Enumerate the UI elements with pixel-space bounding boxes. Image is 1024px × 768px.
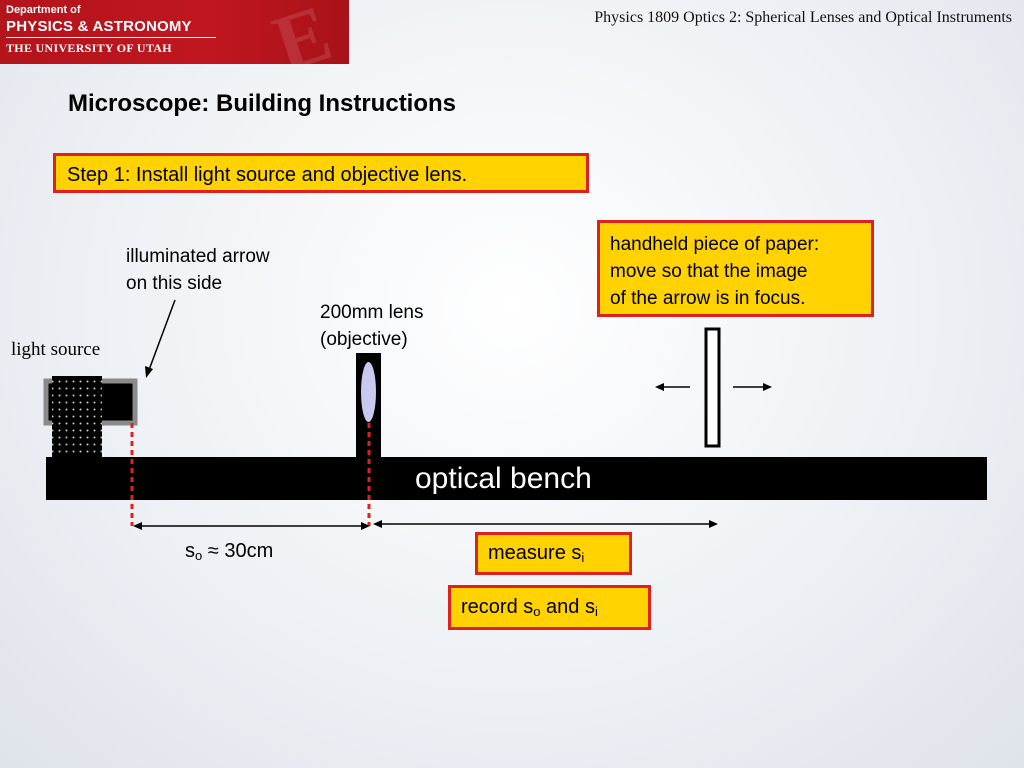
course-title: Physics 1809 Optics 2: Spherical Lenses … <box>594 9 1012 26</box>
step-instruction-box: Step 1: Install light source and objecti… <box>53 153 589 193</box>
objective-lens <box>361 362 376 422</box>
record-text: record s <box>461 596 534 618</box>
object-distance-label: so ≈ 30cm <box>185 540 273 563</box>
record-subscript-i: i <box>594 604 598 619</box>
logo-rule <box>6 37 216 38</box>
arrow-label-line2: on this side <box>126 273 223 294</box>
light-source-body <box>52 376 102 457</box>
measure-subscript: i <box>581 550 585 565</box>
illuminated-arrow-label: illuminated arrow on this side <box>126 243 270 297</box>
lens-label: 200mm lens (objective) <box>320 299 424 353</box>
record-and-text: and s <box>540 596 595 618</box>
so-value: ≈ 30cm <box>202 540 274 562</box>
arrow-pointer-line <box>148 299 176 371</box>
measure-text: measure s <box>488 542 582 564</box>
so-symbol: s <box>185 540 195 562</box>
paper-instruction-box: handheld piece of paper: move so that th… <box>597 220 874 317</box>
slide-title: Microscope: Building Instructions <box>68 90 457 117</box>
optical-bench-label: optical bench <box>415 462 592 495</box>
logo-line-department: Department of <box>6 4 81 16</box>
logo-line-physics: PHYSICS & ASTRONOMY <box>6 18 192 35</box>
record-subscript-o: o <box>533 604 541 619</box>
lens-label-line2: (objective) <box>320 329 408 350</box>
optical-bench-rail <box>46 457 987 500</box>
logo-line-university: THE UNIVERSITY OF UTAH <box>6 41 172 55</box>
arrow-label-line1: illuminated arrow <box>126 246 270 267</box>
paper-line1: handheld piece of paper: <box>610 234 820 255</box>
paper-screen <box>704 327 721 448</box>
paper-line2: move so that the image <box>610 261 808 282</box>
record-so-si-box: record so and si <box>448 585 651 630</box>
light-source-label: light source <box>11 339 101 360</box>
department-logo: E Department of PHYSICS & ASTRONOMY THE … <box>0 0 349 64</box>
paper-line3: of the arrow is in focus. <box>610 288 806 309</box>
lens-label-line1: 200mm lens <box>320 302 424 323</box>
so-subscript: o <box>195 548 203 563</box>
measure-si-box: measure si <box>475 532 632 575</box>
